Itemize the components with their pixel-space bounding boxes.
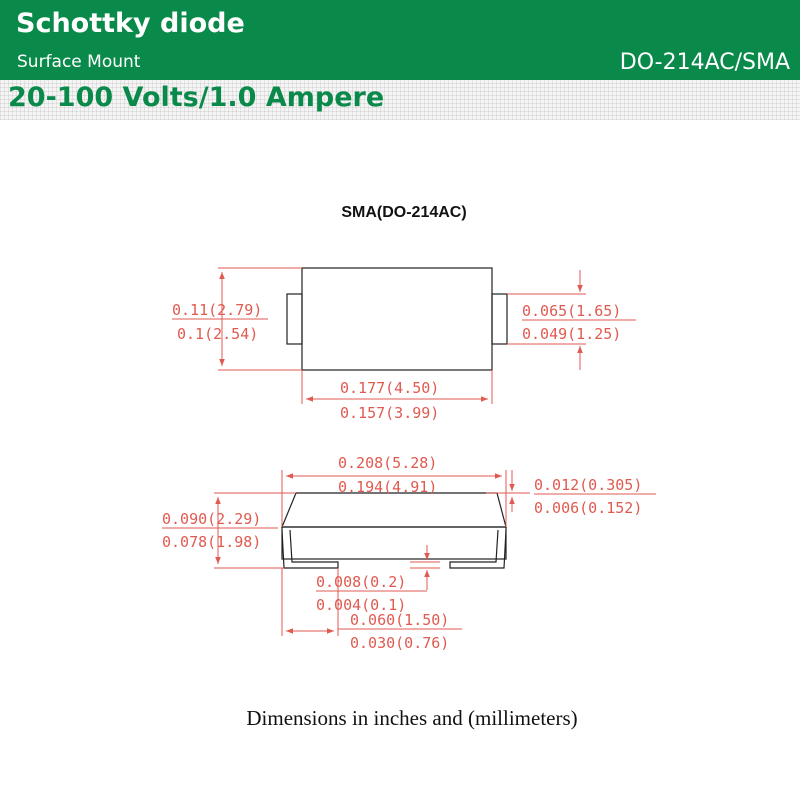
dim-standoff-min: 0.004(0.1)	[316, 596, 406, 614]
side-body-outline	[281, 526, 507, 560]
dim-lead-width-max: 0.065(1.65)	[522, 302, 621, 320]
dim-overall-length-max: 0.208(5.28)	[338, 454, 437, 472]
product-subtitle: Surface Mount	[17, 52, 141, 72]
top-left-lead	[286, 293, 303, 345]
dim-standoff-max: 0.008(0.2)	[316, 573, 406, 591]
dim-body-length-min: 0.157(3.99)	[340, 404, 439, 422]
dimensions-caption: Dimensions in inches and (millimeters)	[246, 706, 577, 730]
dim-lead-length-min: 0.030(0.76)	[350, 634, 449, 652]
dim-overall-height-min: 0.078(1.98)	[162, 533, 261, 551]
dim-overall-height-max: 0.090(2.29)	[162, 510, 261, 528]
side-body-top-outline	[281, 492, 507, 528]
product-title: Schottky diode	[16, 8, 245, 39]
dim-lead-length-max: 0.060(1.50)	[350, 611, 449, 629]
dim-lead-thickness-max: 0.012(0.305)	[534, 476, 642, 494]
package-title: SMA(DO-214AC)	[341, 204, 466, 221]
dim-height-max: 0.11(2.79)	[172, 301, 262, 319]
side-view: 0.208(5.28) 0.194(4.91) 0.012(0.305) 0.0…	[162, 454, 656, 652]
dim-body-length-max: 0.177(4.50)	[340, 379, 439, 397]
rating-band: 20-100 Volts/1.0 Ampere	[0, 80, 800, 120]
side-left-lead	[281, 529, 339, 569]
rating-text: 20-100 Volts/1.0 Ampere	[8, 82, 385, 113]
dim-lead-width-min: 0.049(1.25)	[522, 325, 621, 343]
top-body-outline	[301, 267, 493, 371]
dim-lead-thickness-min: 0.006(0.152)	[534, 499, 642, 517]
top-right-lead	[491, 293, 508, 345]
header-banner: Schottky diode Surface Mount DO-214AC/SM…	[0, 0, 800, 80]
dim-height-min: 0.1(2.54)	[177, 325, 258, 343]
dim-overall-length-min: 0.194(4.91)	[338, 478, 437, 496]
package-name: DO-214AC/SMA	[619, 50, 790, 75]
top-view: 0.11(2.79) 0.1(2.54) 0.065(1.65) 0.049(1…	[172, 267, 636, 422]
side-right-lead	[449, 529, 507, 569]
